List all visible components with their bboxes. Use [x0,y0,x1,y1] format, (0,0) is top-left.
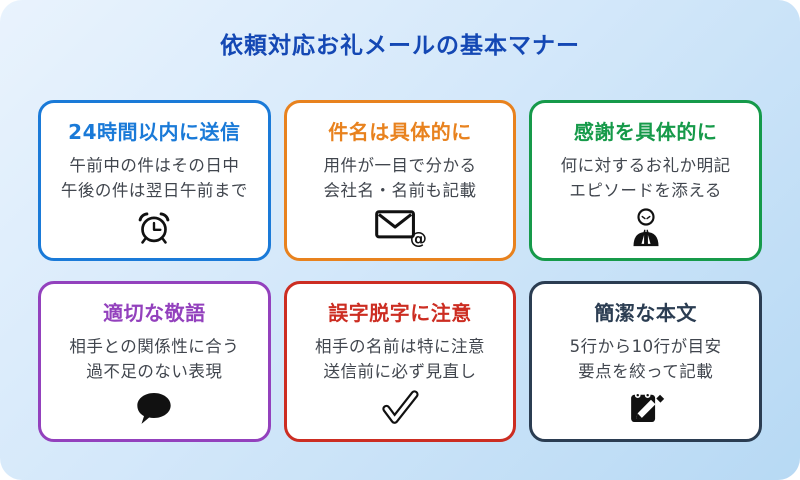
card-line: 相手の名前は特に注意 [314,337,485,356]
card-line: 用件が一目で分かる [323,156,477,175]
page-title: 依頼対応お礼メールの基本マナー [220,33,580,59]
checkmark-icon [378,388,422,428]
card-line: 5行から10行が目安 [569,337,722,356]
alarm-clock-icon [135,207,173,247]
card-line: 相手との関係性に合う [69,337,240,356]
card-send-within-24h: 24時間以内に送信 午前中の件はその日中 午後の件は翌日午前まで [38,100,271,261]
card-title: 感謝を具体的に [573,120,718,144]
speech-bubble-icon [134,388,174,428]
card-title: 簡潔な本文 [594,301,697,325]
card-line: 過不足のない表現 [86,361,223,381]
card-body: 用件が一目で分かる 会社名・名前も記載 [323,154,476,204]
card-line: 何に対するお礼か明記 [560,156,731,175]
card-body: 午前中の件はその日中 午後の件は翌日午前まで [61,154,248,204]
card-body: 5行から10行が目安 要点を絞って記載 [570,335,722,385]
svg-text:@: @ [410,229,426,247]
card-body: 相手の名前は特に注意 送信前に必ず見直し [315,335,485,385]
card-title: 誤字脱字に注意 [328,301,472,325]
card-specific-thanks: 感謝を具体的に 何に対するお礼か明記 エピソードを添える [529,100,762,261]
card-line: 送信前に必ず見直し [323,361,477,381]
card-proper-keigo: 適切な敬語 相手との関係性に合う 過不足のない表現 [38,281,271,442]
bowing-person-icon [626,207,666,247]
card-line: 午後の件は翌日午前まで [60,180,248,200]
card-line: 要点を絞って記載 [578,361,714,381]
card-line: 会社名・名前も記載 [323,180,477,200]
card-title: 24時間以内に送信 [68,120,241,144]
card-title: 適切な敬語 [103,301,206,325]
cards-grid: 24時間以内に送信 午前中の件はその日中 午後の件は翌日午前まで 件名は具体的に… [38,100,762,442]
memo-pen-icon [626,388,666,428]
card-specific-subject: 件名は具体的に 用件が一目で分かる 会社名・名前も記載 @ [283,100,517,261]
card-concise-body: 簡潔な本文 5行から10行が目安 要点を絞って記載 [529,281,762,442]
card-body: 相手との関係性に合う 過不足のない表現 [69,335,239,385]
card-line: 午前中の件はその日中 [69,156,240,175]
email-at-icon: @ [374,207,426,247]
card-line: エピソードを添える [569,180,722,200]
card-title: 件名は具体的に [328,120,472,144]
card-check-typos: 誤字脱字に注意 相手の名前は特に注意 送信前に必ず見直し [283,281,517,442]
card-body: 何に対するお礼か明記 エピソードを添える [561,154,731,204]
